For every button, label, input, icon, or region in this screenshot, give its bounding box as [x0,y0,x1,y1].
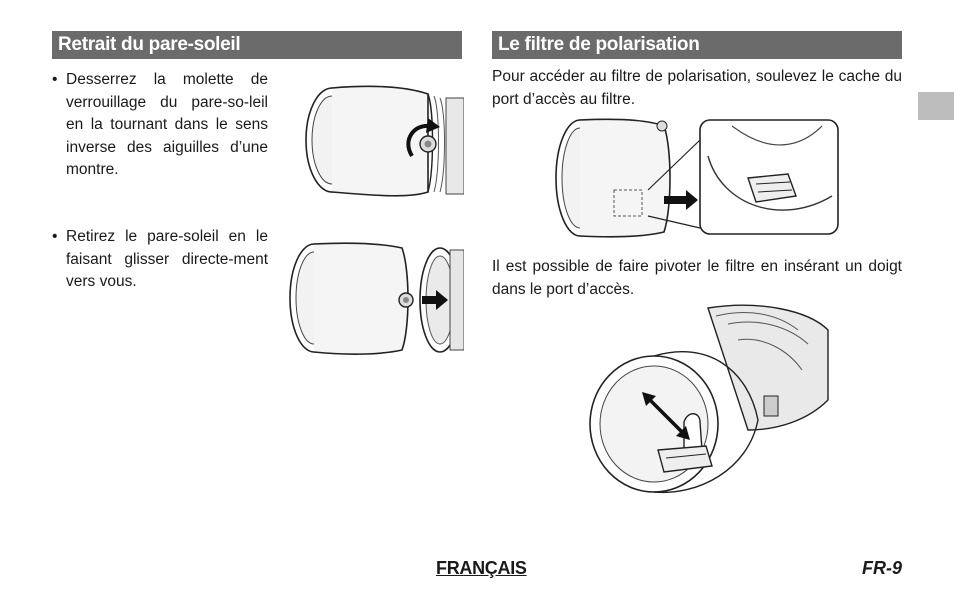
filter-access-paragraph: Pour accéder au filtre de polarisation, … [492,68,902,108]
filter-rotation-illustration [589,304,829,494]
section-heading-polarizing-filter: Le filtre de polarisation [492,31,902,59]
bullet-mark: • [52,71,58,88]
hood-removal-steps: • Desserrez la molette de verrouillage d… [52,69,268,182]
list-item: • Retirez le pare-soleil en le faisant g… [52,226,268,294]
filter-port-cover-illustration [555,118,839,238]
footer-language: FRANÇAIS [436,558,527,578]
lens-hood-knob-illustration [305,85,464,197]
hood-removal-steps-2: • Retirez le pare-soleil en le faisant g… [52,226,268,294]
list-item: • Desserrez la molette de verrouillage d… [52,69,268,182]
step-text: Desserrez la molette de verrouillage du … [66,71,268,178]
filter-rotate-paragraph: Il est possible de faire pivoter le filt… [492,258,902,298]
lens-hood-slide-illustration [289,242,464,355]
section-heading-hood-removal: Retrait du pare-soleil [52,31,462,59]
step-text: Retirez le pare-soleil en le faisant gli… [66,228,268,290]
footer-page-number: FR-9 [862,558,902,578]
bullet-mark: • [52,228,58,245]
chapter-side-tab [918,92,954,120]
